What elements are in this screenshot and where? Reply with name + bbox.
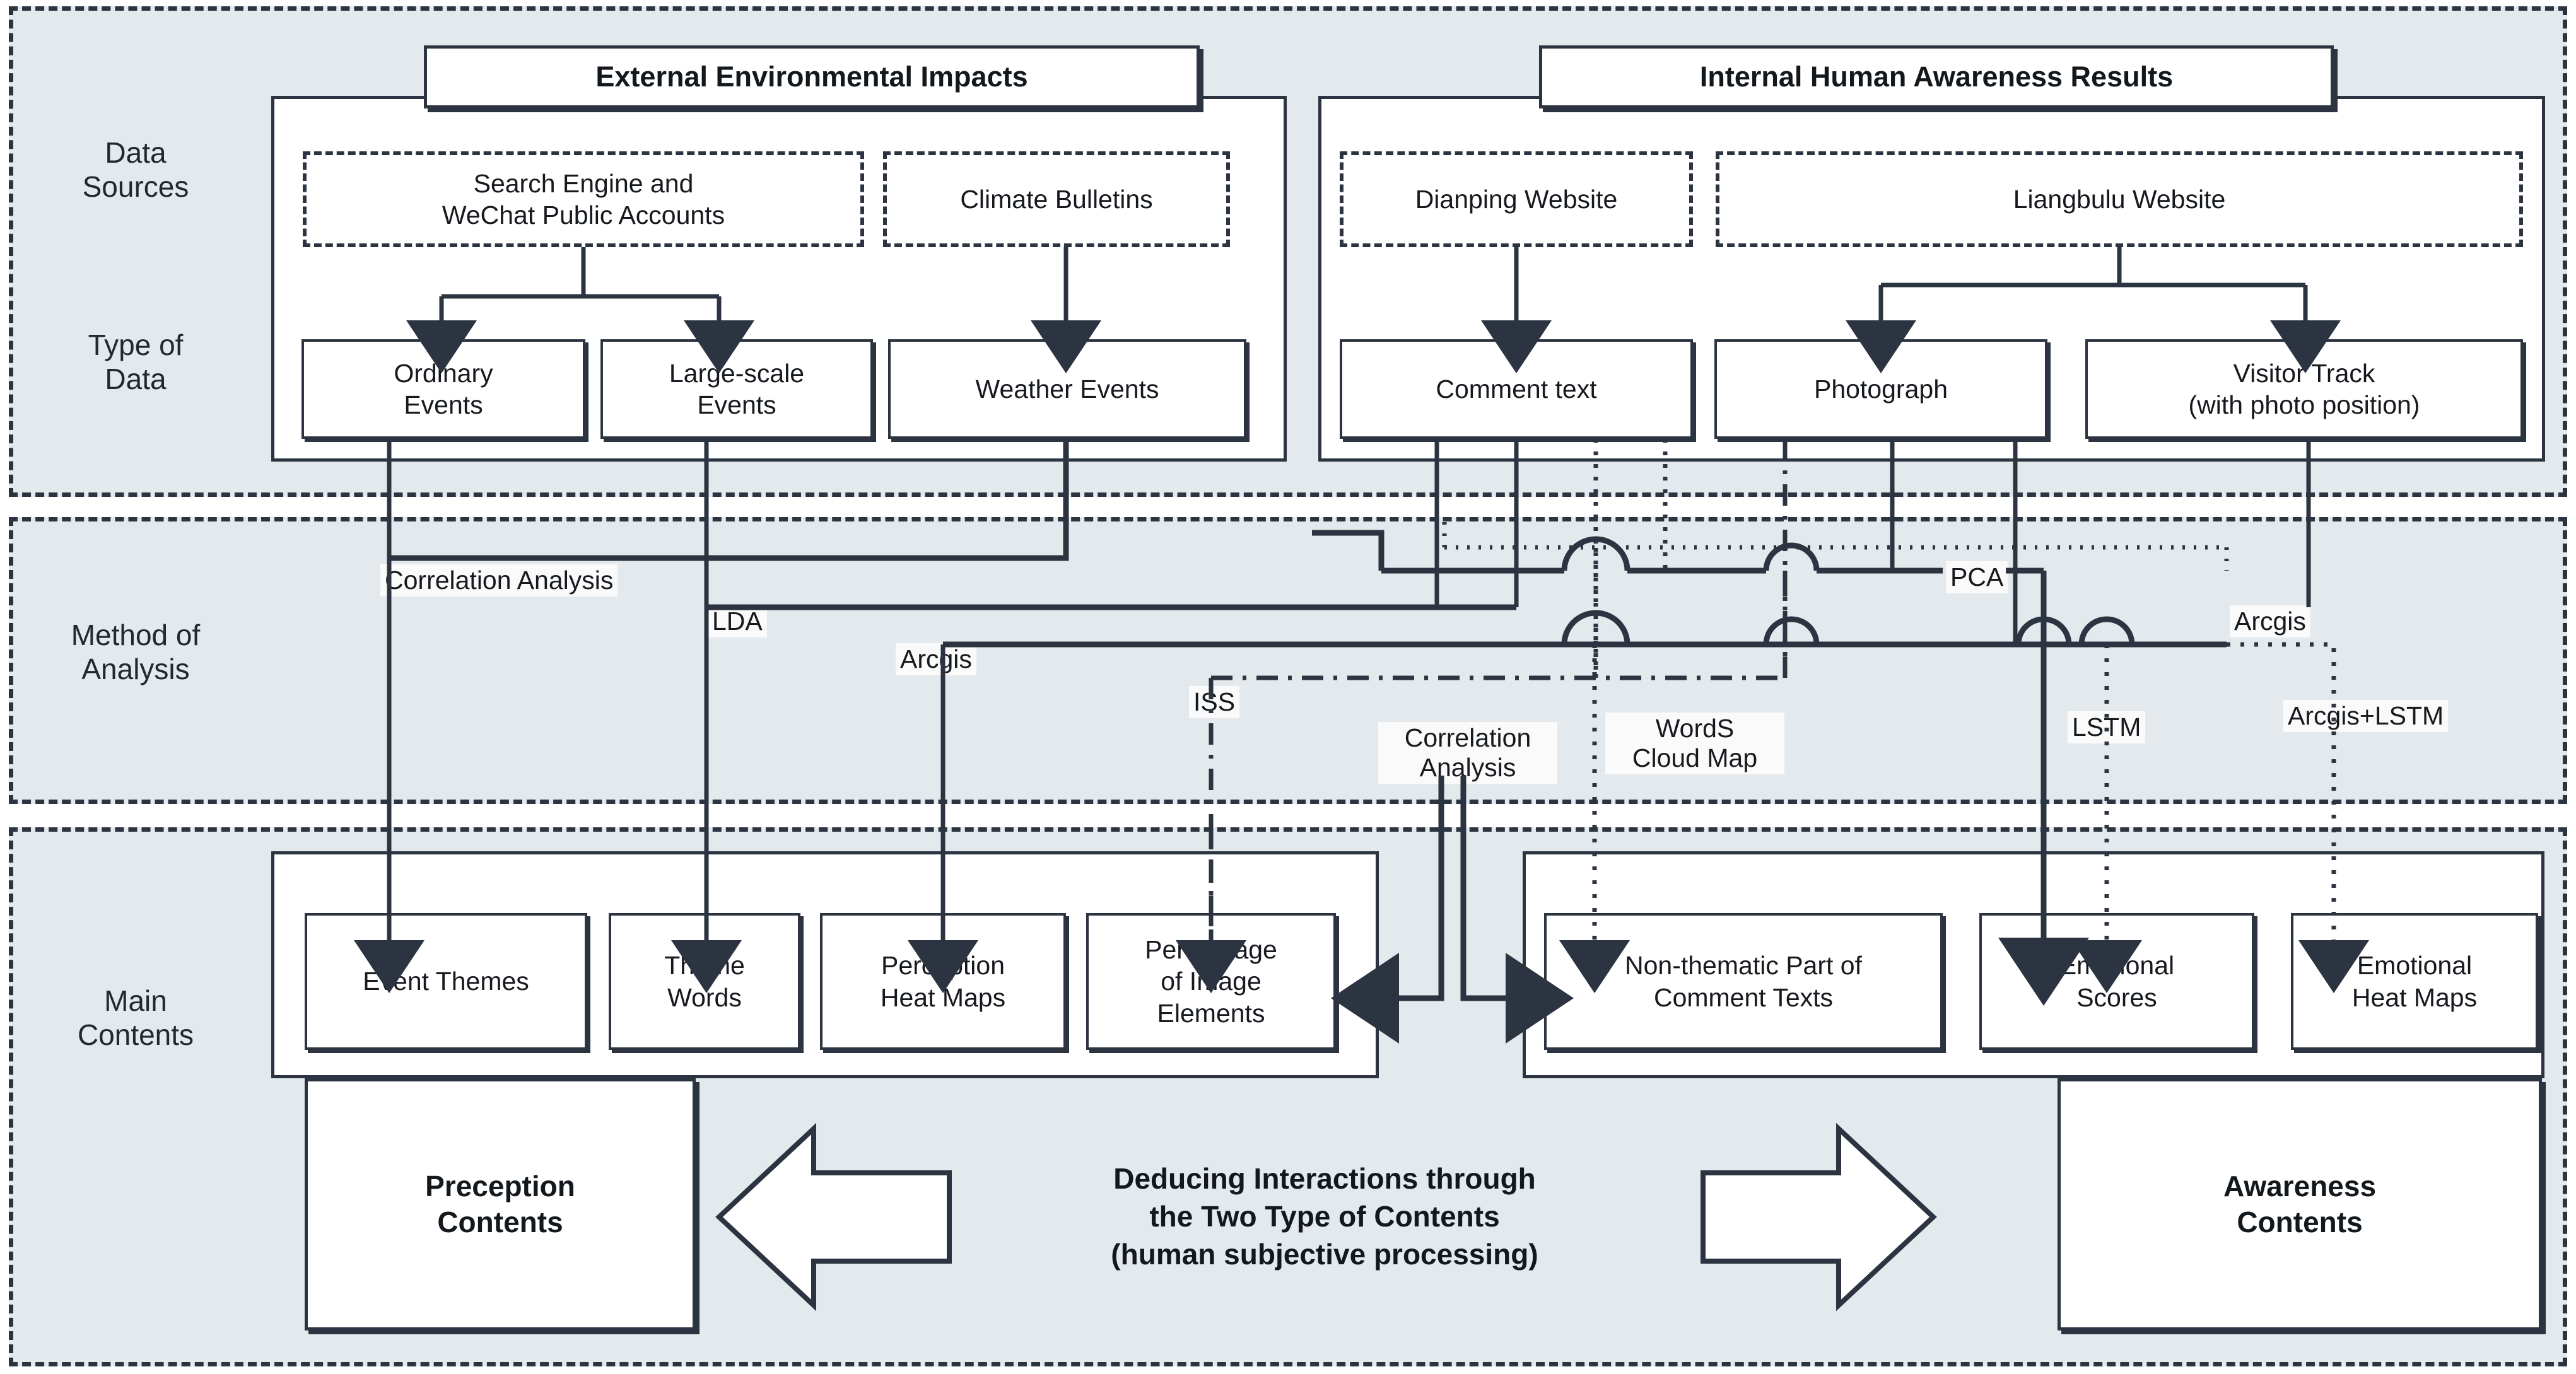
content-event-themes: Event Themes	[305, 913, 587, 1050]
datatype-ordinary-events: Ordinary Events	[302, 339, 585, 439]
method-label-pca: PCA	[1946, 561, 2008, 594]
datatype-large-scale-events: Large-scale Events	[600, 339, 873, 439]
method-label-arcgis-lstm: Arcgis+LSTM	[2283, 700, 2449, 733]
source-climate-bulletins: Climate Bulletins	[883, 151, 1230, 247]
title-internal-human-awareness-results: Internal Human Awareness Results	[1539, 45, 2334, 108]
source-dianping-website: Dianping Website	[1340, 151, 1693, 247]
outcome-preception-contents: Preception Contents	[305, 1078, 696, 1330]
content-emotional-scores: Emotional Scores	[1979, 913, 2254, 1050]
row-label-main-contents: Main Contents	[77, 984, 194, 1052]
method-label-lda: LDA	[708, 605, 767, 638]
content-non-thematic-comment-texts: Non-thematic Part of Comment Texts	[1544, 913, 1943, 1050]
content-theme-words: Theme Words	[609, 913, 800, 1050]
content-percentage-image-elements: Percentage of Image Elements	[1086, 913, 1336, 1050]
source-search-engine-wechat: Search Engine and WeChat Public Accounts	[303, 151, 864, 247]
method-label-words-cloud-map: WordS Cloud Map	[1605, 713, 1784, 775]
content-perception-heat-maps: Perception Heat Maps	[820, 913, 1066, 1050]
method-label-lstm: LSTM	[2068, 711, 2146, 744]
datatype-comment-text: Comment text	[1340, 339, 1693, 439]
deducing-interactions-text: Deducing Interactions through the Two Ty…	[1111, 1162, 1538, 1271]
method-label-arcgis-left: Arcgis	[896, 643, 976, 676]
method-label-arcgis-right: Arcgis	[2230, 605, 2310, 638]
datatype-visitor-track: Visitor Track (with photo position)	[2085, 339, 2523, 439]
content-emotional-heat-maps: Emotional Heat Maps	[2291, 913, 2538, 1050]
datatype-weather-events: Weather Events	[888, 339, 1246, 439]
row-label-method-of-analysis: Method of Analysis	[71, 619, 201, 686]
method-label-correlation-analysis-mid: Correlation Analysis	[1378, 722, 1557, 784]
outcome-awareness-contents: Awareness Contents	[2058, 1078, 2542, 1330]
panel-method-of-analysis	[9, 517, 2567, 804]
datatype-photograph: Photograph	[1714, 339, 2047, 439]
method-label-correlation-analysis-left: Correlation Analysis	[380, 564, 618, 597]
method-label-iss: ISS	[1189, 686, 1240, 719]
row-label-type-of-data: Type of Data	[88, 329, 184, 396]
row-label-data-sources: Data Sources	[82, 136, 189, 204]
source-liangbulu-website: Liangbulu Website	[1716, 151, 2523, 247]
title-external-environmental-impacts: External Environmental Impacts	[424, 45, 1200, 108]
